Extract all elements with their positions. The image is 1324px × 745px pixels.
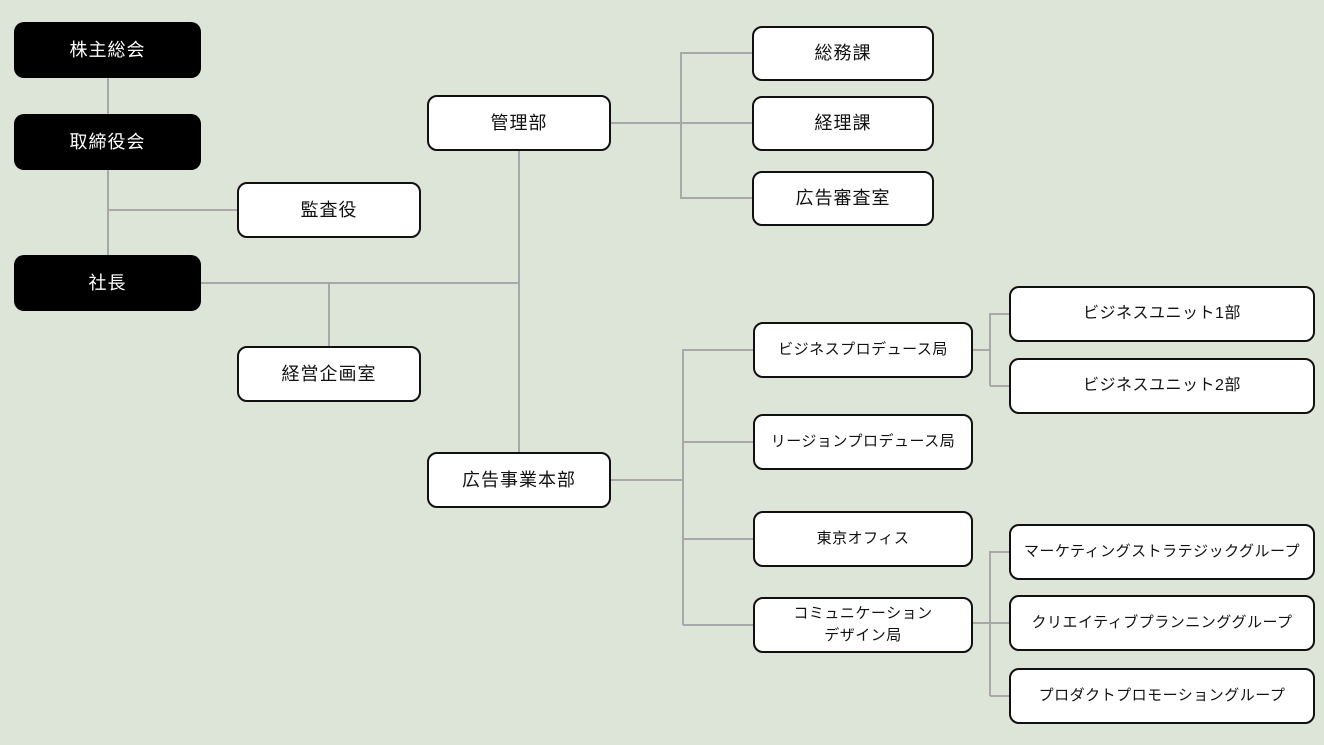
connector-stub-region-produce — [683, 441, 753, 443]
node-label-line2: デザイン局 — [824, 627, 902, 644]
node-label: クリエイティブプランニンググループ — [1031, 614, 1293, 632]
connector-auditor-branch — [107, 209, 237, 211]
node-business-unit-2: ビジネスユニット2部 — [1009, 358, 1315, 414]
connector-stub-product-group — [990, 695, 1009, 697]
connector-bizproduce-to-spine — [973, 349, 990, 351]
connector-stub-marketing-group — [990, 551, 1009, 553]
connector-stub-business-produce — [683, 349, 753, 351]
node-label: プロダクトプロモーショングループ — [1038, 687, 1286, 705]
node-label: 管理部 — [490, 112, 548, 133]
node-label-line1: コミュニケーション — [793, 605, 933, 623]
connector-shareholders-board — [107, 78, 109, 114]
node-management-planning-office: 経営企画室 — [237, 346, 421, 402]
node-label: 取締役会 — [69, 131, 146, 152]
node-ad-business-hq: 広告事業本部 — [427, 452, 611, 508]
node-label: 東京オフィス — [816, 530, 910, 548]
connector-president-trunk — [201, 282, 519, 284]
node-product-promotion-group: プロダクトプロモーショングループ — [1009, 668, 1315, 724]
node-label: 経営企画室 — [281, 363, 377, 384]
connector-adhq-spine — [682, 349, 684, 625]
connector-trunk-vertical — [518, 151, 520, 452]
node-label: 広告審査室 — [795, 188, 891, 209]
node-business-unit-1: ビジネスユニット1部 — [1009, 286, 1315, 342]
connector-bizunit-spine — [989, 313, 991, 386]
node-business-produce-bureau: ビジネスプロデュース局 — [753, 322, 973, 378]
connector-stub-business-unit-1 — [990, 313, 1009, 315]
node-shareholders-meeting: 株主総会 — [14, 22, 201, 78]
node-label: ビジネスプロデュース局 — [778, 341, 948, 359]
node-label: リージョンプロデュース局 — [770, 433, 956, 451]
node-label: 監査役 — [300, 199, 358, 220]
connector-commdesign-to-spine — [973, 622, 990, 624]
node-board-of-directors: 取締役会 — [14, 114, 201, 170]
node-communication-design-bureau: コミュニケーション デザイン局 — [753, 597, 973, 653]
connector-stub-general-affairs — [681, 52, 752, 54]
connector-stub-tokyo-office — [683, 538, 753, 540]
connector-board-president — [107, 170, 109, 255]
node-label: 経理課 — [814, 113, 872, 134]
connector-stub-creative-group — [990, 622, 1009, 624]
node-administration-dept: 管理部 — [427, 95, 611, 151]
connector-stub-business-unit-2 — [990, 385, 1009, 387]
node-marketing-strategic-group: マーケティングストラテジックグループ — [1009, 524, 1315, 580]
node-ad-review-office: 広告審査室 — [752, 171, 934, 226]
connector-stub-communication-design — [683, 624, 753, 626]
node-label: 社長 — [88, 272, 127, 293]
node-label: マーケティングストラテジックグループ — [1023, 543, 1301, 561]
connector-admin-spine — [680, 52, 682, 199]
node-tokyo-office: 東京オフィス — [753, 511, 973, 567]
connector-planning-branch — [328, 283, 330, 346]
node-president: 社長 — [14, 255, 201, 311]
node-label: ビジネスユニット2部 — [1083, 377, 1241, 395]
node-label: 総務課 — [814, 43, 872, 64]
node-label: 広告事業本部 — [462, 469, 576, 490]
connector-stub-ad-review — [681, 197, 752, 199]
node-general-affairs-section: 総務課 — [752, 26, 934, 81]
node-auditor: 監査役 — [237, 182, 421, 238]
node-region-produce-bureau: リージョンプロデュース局 — [753, 414, 973, 470]
node-accounting-section: 経理課 — [752, 96, 934, 151]
node-creative-planning-group: クリエイティブプランニンググループ — [1009, 595, 1315, 651]
node-label: 株主総会 — [69, 39, 146, 60]
connector-adhq-to-spine — [611, 479, 683, 481]
node-label: ビジネスユニット1部 — [1083, 305, 1241, 323]
